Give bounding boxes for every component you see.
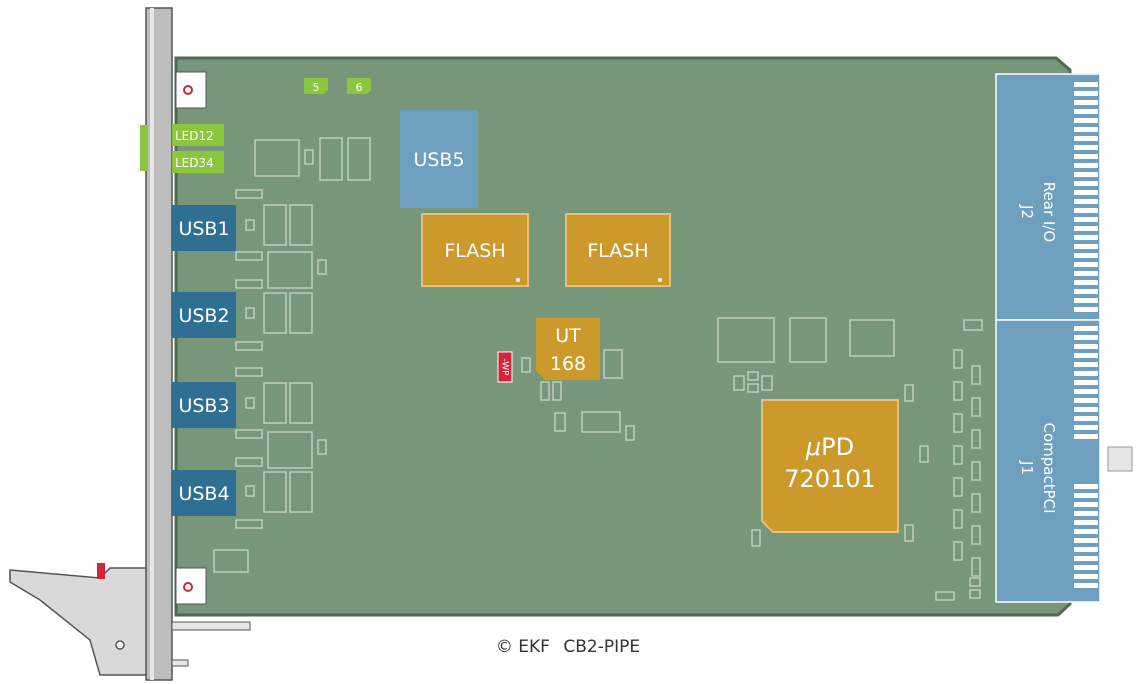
connector-j1-ref: J1 <box>1018 460 1036 475</box>
flash-1-label: FLASH <box>444 240 505 262</box>
usb4-port: USB4 <box>172 470 236 516</box>
pcb-board <box>174 56 1072 617</box>
ut168-line2: 168 <box>550 353 586 375</box>
led-5: 5 <box>304 78 328 94</box>
usb3-port: USB3 <box>172 382 236 428</box>
connector-j1: CompactPCI J1 <box>995 319 1133 603</box>
connector-j2-pins <box>1074 82 1098 312</box>
component-outlines <box>213 137 983 601</box>
usb5-label: USB5 <box>413 149 464 171</box>
credit-line: © EKF CB2-PIPE <box>0 637 1136 657</box>
led-34-label: LED34 <box>175 156 214 170</box>
usb1-port: USB1 <box>172 205 236 251</box>
upd-prefix: PD <box>821 433 854 461</box>
usb2-port: USB2 <box>172 292 236 338</box>
usb5-header: USB5 <box>400 110 478 208</box>
connector-j1-name: CompactPCI <box>1040 422 1058 513</box>
ejector-handle <box>9 567 151 676</box>
connector-j2: Rear I/O J2 <box>995 73 1101 321</box>
led-12: LED12 <box>172 124 224 146</box>
led-12-label: LED12 <box>175 129 214 143</box>
mount-hole-bottom <box>175 567 207 605</box>
led-6: 6 <box>347 78 371 94</box>
wp-label: -WP <box>500 358 510 376</box>
mount-hole-top <box>175 71 207 109</box>
flash-chip-1: FLASH <box>421 213 529 287</box>
connector-j2-ref: J2 <box>1018 204 1036 219</box>
upd-mu: μ <box>805 433 821 461</box>
usb1-label: USB1 <box>178 218 229 240</box>
flash-chip-2: FLASH <box>565 213 671 287</box>
led-6-label: 6 <box>356 81 363 94</box>
led-5-label: 5 <box>313 81 320 94</box>
upd720101-chip: μPD 720101 <box>761 399 899 533</box>
ejector-latch <box>97 563 105 579</box>
front-panel <box>145 7 173 681</box>
svg-text:μPD: μPD <box>805 433 854 461</box>
ut168-chip: UT 168 <box>536 318 600 380</box>
connector-j2-name: Rear I/O <box>1040 182 1058 242</box>
usb2-label: USB2 <box>178 305 229 327</box>
write-protect-jumper: -WP <box>497 351 513 383</box>
connector-j1-key <box>1107 446 1133 472</box>
upd-number: 720101 <box>784 465 876 493</box>
usb3-label: USB3 <box>178 395 229 417</box>
ut168-line1: UT <box>555 325 581 347</box>
copyright-text: © EKF <box>495 637 550 657</box>
led-34: LED34 <box>172 151 224 173</box>
flash-2-label: FLASH <box>587 240 648 262</box>
model-name: CB2-PIPE <box>563 637 641 657</box>
usb4-label: USB4 <box>178 483 229 505</box>
connector-j1-pins <box>1074 326 1098 588</box>
